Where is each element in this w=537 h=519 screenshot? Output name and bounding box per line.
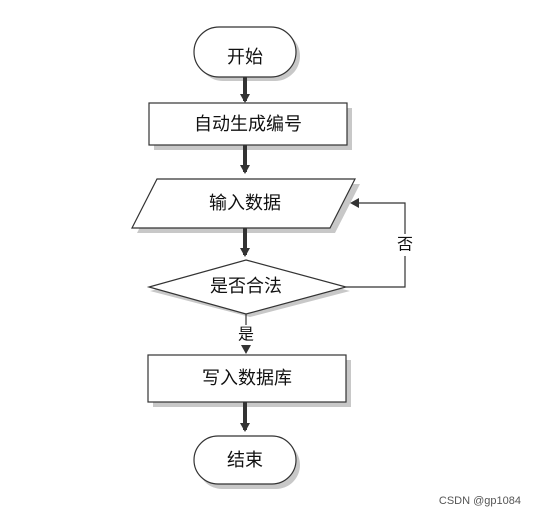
yes-label-bg xyxy=(234,325,258,345)
generate-id-label: 自动生成编号 xyxy=(194,114,302,135)
start-label: 开始 xyxy=(227,47,263,68)
start-node: 开始 xyxy=(193,26,300,81)
end-label: 结束 xyxy=(227,450,263,471)
watermark: CSDN @gp1084 xyxy=(438,495,521,507)
generate-id-node: 自动生成编号 xyxy=(148,102,352,150)
write-db-label: 写入数据库 xyxy=(202,368,292,389)
end-node: 结束 xyxy=(193,435,300,489)
validity-check-node: 是否合法 xyxy=(146,259,350,317)
validity-check-label: 是否合法 xyxy=(210,276,282,297)
no-label-bg xyxy=(394,234,416,256)
no-label: 否 xyxy=(397,235,413,254)
yes-label: 是 xyxy=(238,325,254,344)
write-db-node: 写入数据库 xyxy=(147,354,351,407)
input-data-node: 输入数据 xyxy=(131,178,360,233)
input-data-label: 输入数据 xyxy=(209,193,281,214)
